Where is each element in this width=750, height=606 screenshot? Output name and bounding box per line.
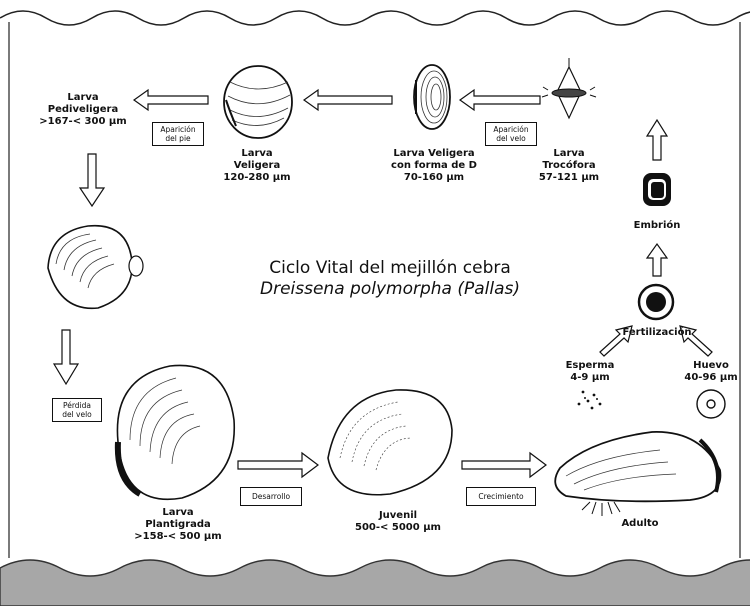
label-veligera: Larva Veligera 120-280 µm xyxy=(212,148,302,184)
label-juvenil: Juvenil 500-< 5000 µm xyxy=(350,510,446,534)
arrow-plantigrade-to-juvenile xyxy=(238,453,318,477)
trocofora-size: 57-121 µm xyxy=(536,172,602,184)
box-aparicion-pie: Aparición del pie xyxy=(152,122,204,146)
pediveligera-name1: Larva xyxy=(28,92,138,104)
label-plantigrada: Larva Plantigrada >158-< 500 µm xyxy=(128,507,228,543)
title-line-1: Ciclo Vital del mejillón cebra xyxy=(200,258,580,279)
label-veligera-d: Larva Veligera con forma de D 70-160 µm xyxy=(382,148,486,184)
plantigrada-name2: Plantigrada xyxy=(128,519,228,531)
arrow-velige-to-pediveligera xyxy=(134,90,208,110)
pediveligera-size: >167-< 300 µm xyxy=(28,116,138,128)
esperma-name: Esperma xyxy=(560,360,620,372)
trochophore-larva xyxy=(542,58,596,118)
pediveligera-shell xyxy=(48,226,143,309)
fertilized-egg xyxy=(639,285,673,319)
arrow-shell-down xyxy=(54,330,78,384)
juvenile-shell xyxy=(328,390,452,495)
veligera-larva-shell xyxy=(224,66,292,138)
aparicion-pie-line1: Aparición xyxy=(156,125,200,134)
huevo-size: 40-96 µm xyxy=(682,372,740,384)
desarrollo-line1: Desarrollo xyxy=(244,492,298,501)
title-line-2: Dreissena polymorpha (Pallas) xyxy=(200,279,580,300)
veligera-d-size: 70-160 µm xyxy=(382,172,486,184)
plantigrada-size: >158-< 500 µm xyxy=(128,531,228,543)
trocofora-name2: Trocófora xyxy=(536,160,602,172)
embrion-name: Embrión xyxy=(622,220,692,232)
arrow-trocofora-to-dlarva xyxy=(460,90,540,110)
fertilizacion-name: Fertilización xyxy=(612,327,702,339)
aparicion-velo-line2: del velo xyxy=(489,134,533,143)
arrow-embryo-to-trocofora xyxy=(647,120,667,160)
trocofora-name1: Larva xyxy=(536,148,602,160)
arrow-juvenile-to-adult xyxy=(462,453,546,477)
juvenil-name: Juvenil xyxy=(350,510,446,522)
box-desarrollo: Desarrollo xyxy=(240,487,302,506)
label-fertilizacion: Fertilización xyxy=(612,327,702,339)
aparicion-velo-line1: Aparición xyxy=(489,125,533,134)
perdida-velo-line2: del velo xyxy=(56,410,98,419)
diagram-title: Ciclo Vital del mejillón cebra Dreissena… xyxy=(200,258,580,300)
label-esperma: Esperma 4-9 µm xyxy=(560,360,620,384)
label-huevo: Huevo 40-96 µm xyxy=(682,360,740,384)
sperm-cells xyxy=(578,391,602,410)
plantigrade-larva-shell xyxy=(117,365,234,499)
label-trocofora: Larva Trocófora 57-121 µm xyxy=(536,148,602,184)
arrow-fertilization-to-embryo xyxy=(647,244,667,276)
arrow-dlarva-to-veligera xyxy=(304,90,392,110)
adult-mussel xyxy=(555,432,720,516)
arrow-pediveligera-down xyxy=(80,154,104,206)
aparicion-pie-line2: del pie xyxy=(156,134,200,143)
label-embrion: Embrión xyxy=(622,220,692,232)
water-surface-line xyxy=(0,11,750,25)
label-pediveligera: Larva Pediveligera >167-< 300 µm xyxy=(28,92,138,128)
crecimiento-line1: Crecimiento xyxy=(470,492,532,501)
veligera-d-name2: con forma de D xyxy=(382,160,486,172)
label-adulto: Adulto xyxy=(610,518,670,530)
veligera-name1: Larva xyxy=(212,148,302,160)
embryo xyxy=(643,173,671,206)
esperma-size: 4-9 µm xyxy=(560,372,620,384)
veligera-d-name1: Larva Veligera xyxy=(382,148,486,160)
veligera-name2: Veligera xyxy=(212,160,302,172)
box-perdida-velo: Pérdida del velo xyxy=(52,398,102,422)
sediment-bottom xyxy=(0,560,750,606)
huevo-name: Huevo xyxy=(682,360,740,372)
juvenil-size: 500-< 5000 µm xyxy=(350,522,446,534)
veligera-size: 120-280 µm xyxy=(212,172,302,184)
box-crecimiento: Crecimiento xyxy=(466,487,536,506)
pediveligera-name2: Pediveligera xyxy=(28,104,138,116)
d-shaped-veligera-shell xyxy=(414,65,450,129)
perdida-velo-line1: Pérdida xyxy=(56,401,98,410)
egg-cell xyxy=(697,390,725,418)
plantigrada-name1: Larva xyxy=(128,507,228,519)
adulto-name: Adulto xyxy=(610,518,670,530)
box-aparicion-velo: Aparición del velo xyxy=(485,122,537,146)
